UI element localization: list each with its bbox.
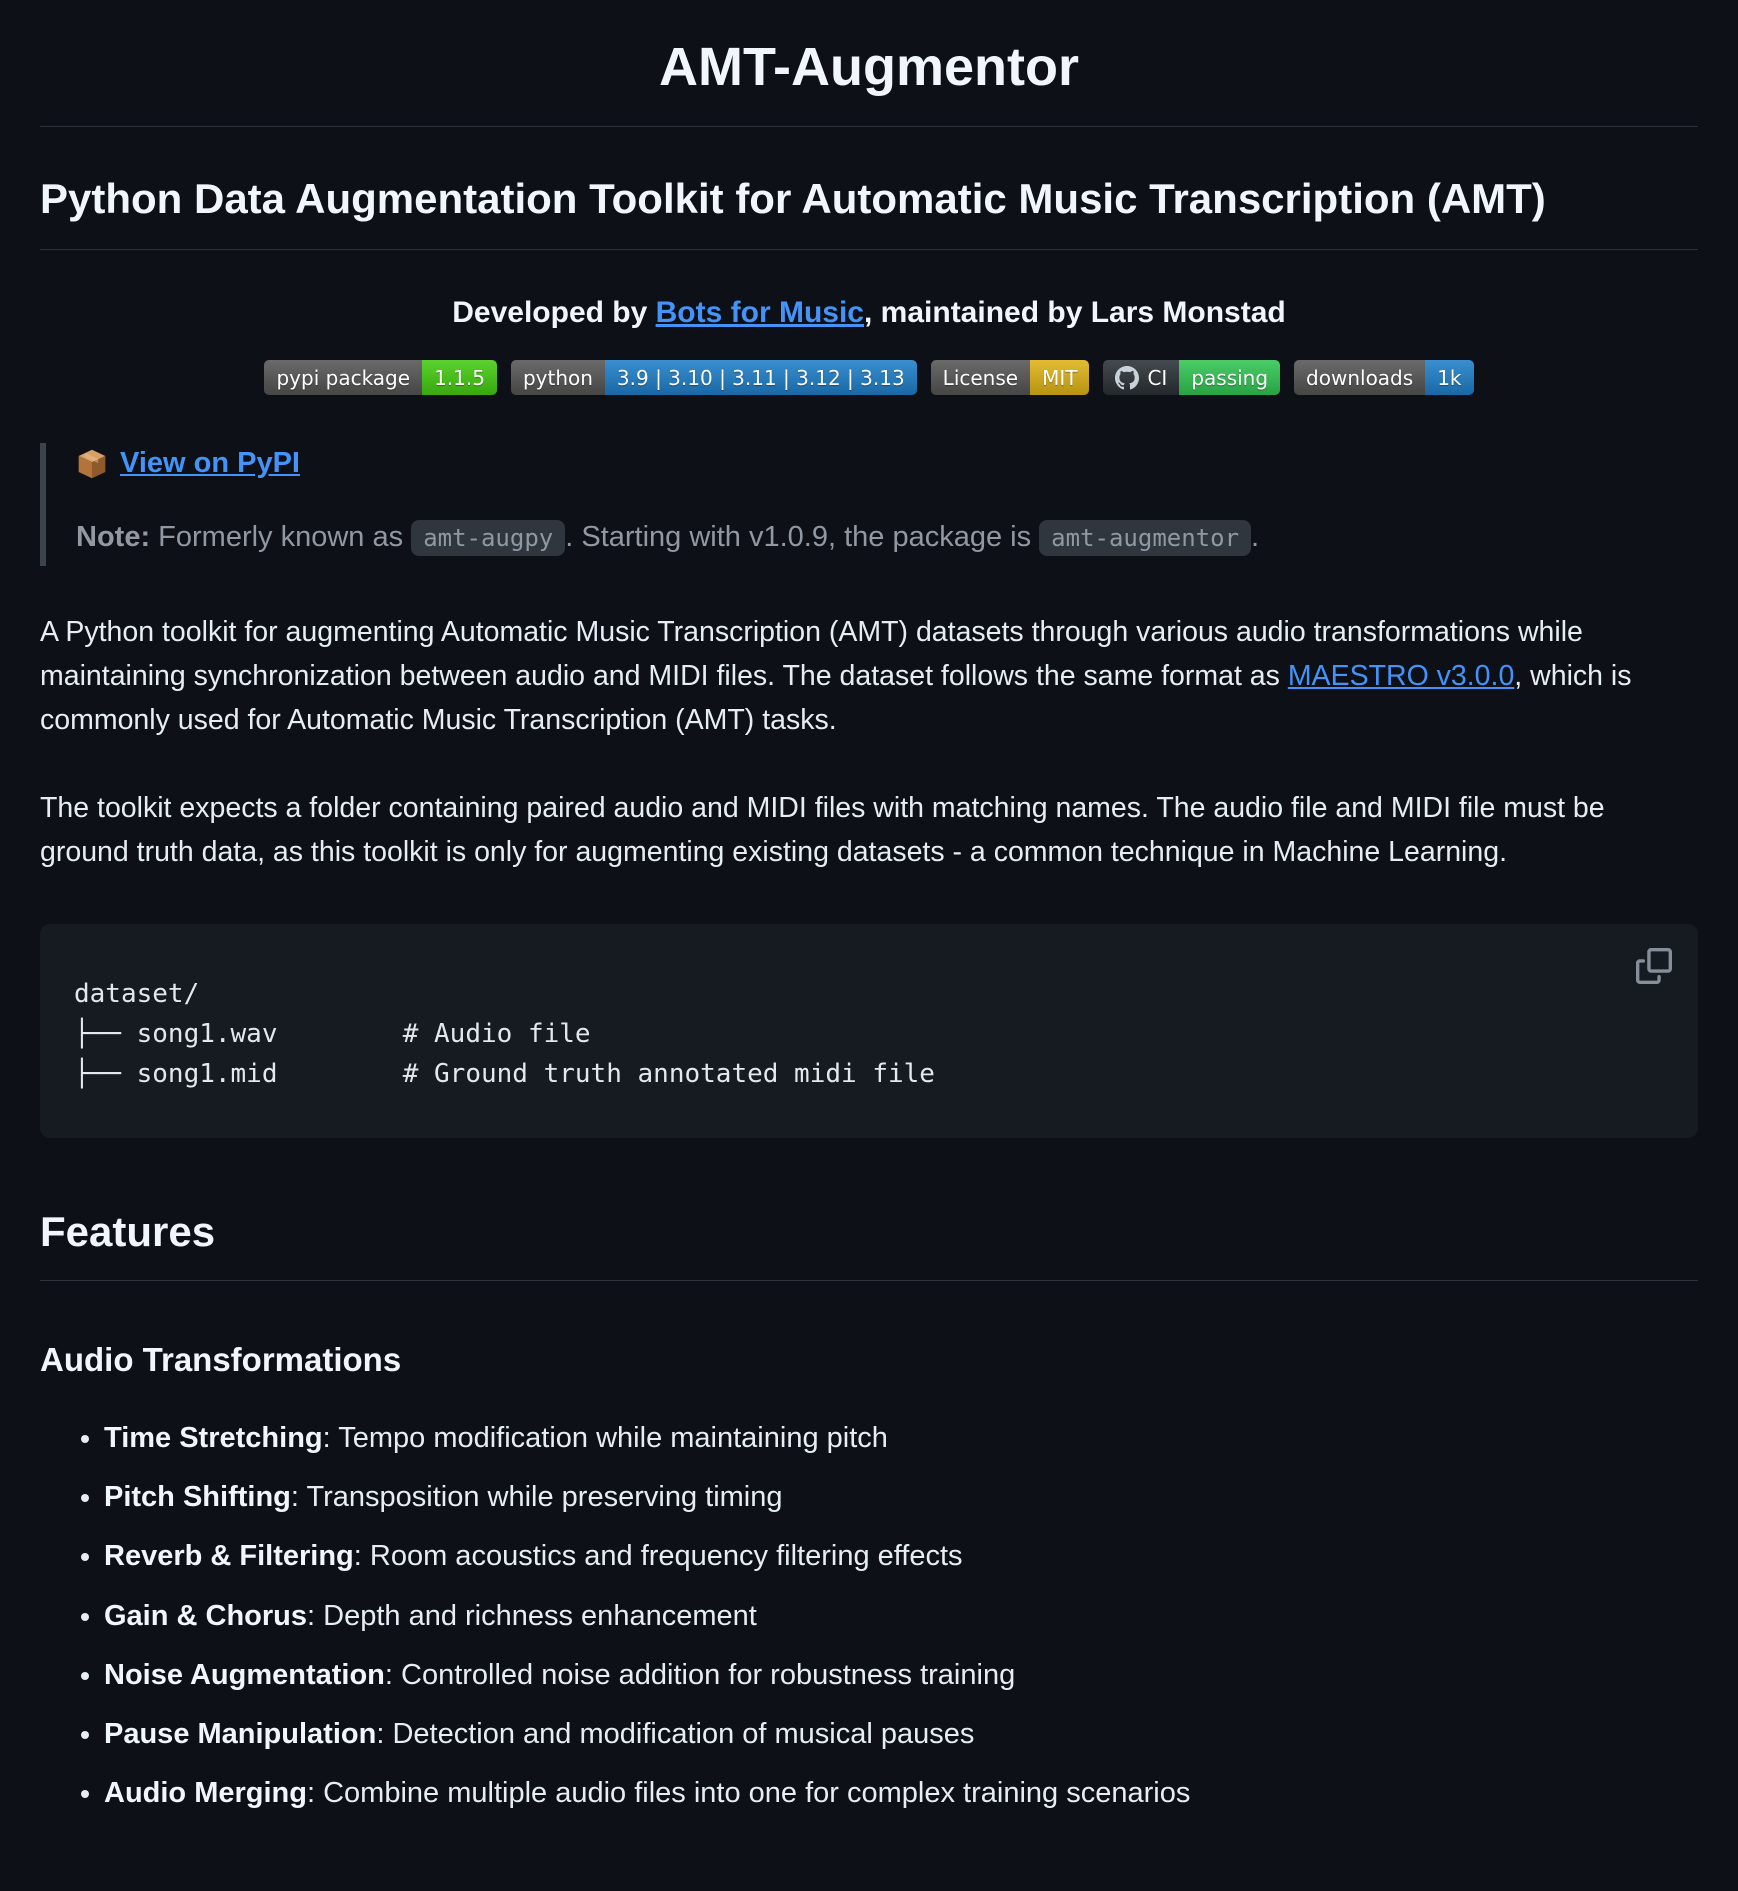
package-icon — [76, 448, 108, 480]
badge-label: License — [930, 360, 1031, 395]
page-tagline: Python Data Augmentation Toolkit for Aut… — [40, 175, 1698, 250]
old-package-code: amt-augpy — [411, 520, 566, 556]
copy-icon — [1636, 948, 1672, 985]
intro-paragraph-2: The toolkit expects a folder containing … — [40, 792, 1605, 869]
badge-python-versions[interactable]: python 3.9 | 3.10 | 3.11 | 3.12 | 3.13 — [510, 360, 917, 395]
badge-pypi-package[interactable]: pypi package 1.1.5 — [264, 360, 497, 395]
list-item: Pause Manipulation: Detection and modifi… — [104, 1713, 1698, 1755]
badge-value: passing — [1179, 360, 1281, 395]
badge-label: python — [510, 360, 605, 395]
badge-value: 1.1.5 — [422, 360, 497, 395]
view-on-pypi-link[interactable]: View on PyPI — [120, 447, 300, 479]
list-item: Noise Augmentation: Controlled noise add… — [104, 1654, 1698, 1696]
list-item: Pitch Shifting: Transposition while pres… — [104, 1476, 1698, 1518]
dataset-code-block: dataset/├── song1.wav # Audio file├── so… — [40, 924, 1698, 1139]
badge-ci-status[interactable]: CI passing — [1103, 360, 1281, 395]
badge-label: pypi package — [264, 360, 423, 395]
features-heading: Features — [40, 1208, 1698, 1282]
byline: Developed by Bots for Music, maintained … — [40, 296, 1698, 330]
byline-suffix: , maintained by Lars Monstad — [864, 296, 1286, 329]
badge-value: MIT — [1030, 360, 1090, 395]
code-content: dataset/├── song1.wav # Audio file├── so… — [74, 979, 935, 1090]
developer-link[interactable]: Bots for Music — [655, 296, 864, 329]
intro-paragraph-1: A Python toolkit for augmenting Automati… — [40, 616, 1632, 737]
list-item: Gain & Chorus: Depth and richness enhanc… — [104, 1595, 1698, 1637]
byline-prefix: Developed by — [452, 296, 656, 329]
list-item: Reverb & Filtering: Room acoustics and f… — [104, 1535, 1698, 1577]
page-title: AMT-Augmentor — [40, 36, 1698, 127]
audio-transformations-heading: Audio Transformations — [40, 1341, 402, 1379]
note-label: Note: — [76, 521, 151, 553]
copy-button[interactable] — [1636, 948, 1672, 985]
feature-list: Time Stretching: Tempo modification whil… — [40, 1417, 1698, 1813]
badge-row: pypi package 1.1.5 python 3.9 | 3.10 | 3… — [40, 360, 1698, 395]
badge-value: 3.9 | 3.10 | 3.11 | 3.12 | 3.13 — [604, 360, 917, 395]
list-item: Audio Merging: Combine multiple audio fi… — [104, 1772, 1698, 1814]
badge-label: downloads — [1294, 360, 1426, 395]
note-line: Note: Formerly known as amt-augpy. Start… — [76, 514, 1698, 560]
pypi-callout: View on PyPI Note: Formerly known as amt… — [40, 443, 1698, 567]
list-item: Time Stretching: Tempo modification whil… — [104, 1417, 1698, 1459]
badge-downloads[interactable]: downloads 1k — [1294, 360, 1474, 395]
maestro-link[interactable]: MAESTRO v3.0.0 — [1287, 660, 1515, 693]
badge-label: CI — [1147, 365, 1168, 390]
github-icon — [1115, 365, 1140, 390]
pypi-line: View on PyPI — [76, 447, 1698, 480]
badge-value: 1k — [1425, 360, 1474, 395]
badge-license[interactable]: License MIT — [930, 360, 1090, 395]
new-package-code: amt-augmentor — [1039, 520, 1252, 556]
